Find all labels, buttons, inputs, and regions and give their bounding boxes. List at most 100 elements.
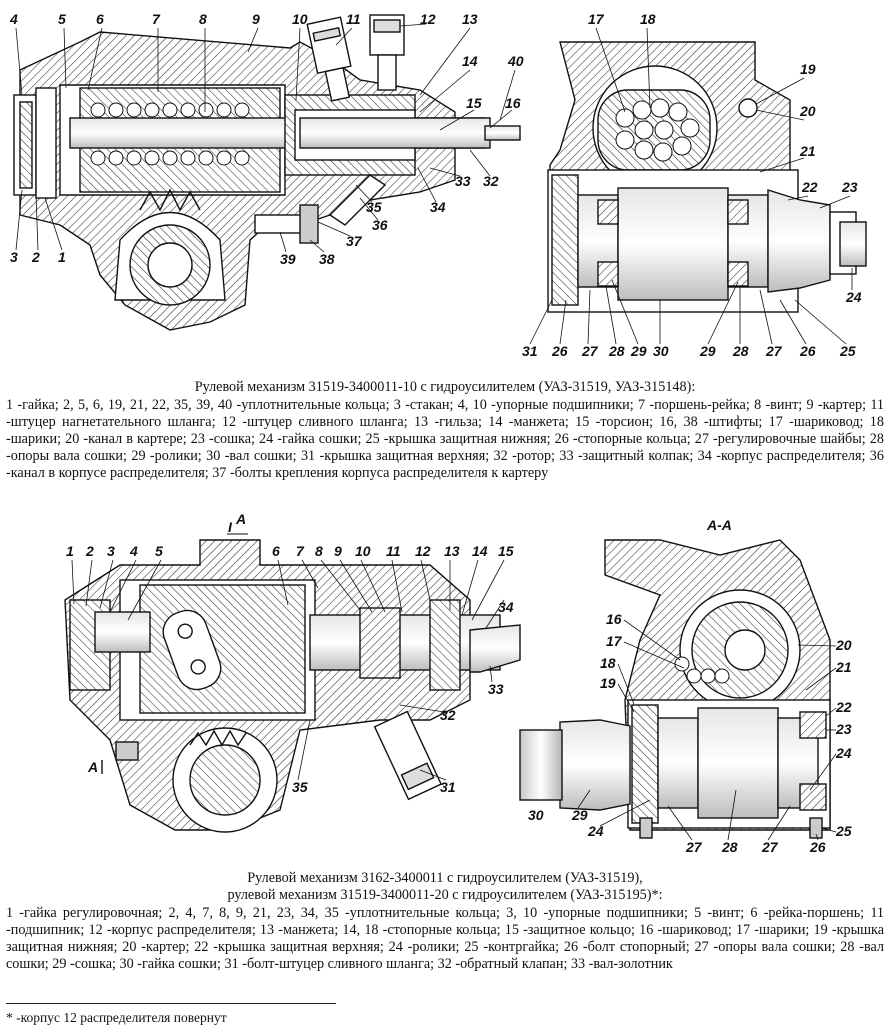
callout-1: 1 [66,543,74,559]
callout-27-left: 27 [581,343,599,359]
callout-29-right: 29 [699,343,716,359]
section-mark-top-letter: A [235,511,246,527]
callout-15: 15 [466,95,482,111]
callout-4: 4 [129,543,138,559]
callout-14: 14 [462,53,478,69]
callout-16: 16 [606,611,622,627]
callout-33: 33 [455,173,471,189]
callout-25: 25 [839,343,856,359]
callout-9: 9 [252,11,260,27]
callout-33: 33 [488,681,504,697]
fig2-left-callouts: 1 2 3 4 5 6 7 8 9 10 11 12 13 14 15 34 3… [66,543,514,795]
callout-17: 17 [588,11,605,27]
fig2-cross-section-aa [519,539,831,839]
callout-19: 19 [800,61,816,77]
figure2-title-line1: Рулевой механизм 3162-3400011 с гидроуси… [247,870,643,886]
callout-29-left: 29 [630,343,647,359]
callout-6: 6 [96,11,104,27]
fig1-right-callouts: 17 18 19 20 21 22 23 24 31 26 27 28 29 3… [522,11,862,359]
callout-8: 8 [315,543,323,559]
section-title-aa: А-А [706,517,732,533]
callout-26: 26 [809,839,826,855]
callout-20: 20 [835,637,852,653]
callout-25: 25 [835,823,852,839]
callout-34: 34 [430,199,446,215]
figure2-legend: 1 -гайка регулировочная; 2, 4, 7, 8, 9, … [6,905,884,972]
callout-24-right: 24 [835,745,852,761]
callout-7: 7 [296,543,305,559]
callout-18: 18 [640,11,656,27]
callout-30: 30 [653,343,669,359]
callout-2: 2 [31,249,40,265]
callout-32: 32 [440,707,456,723]
callout-32: 32 [483,173,499,189]
fig1-left-callouts: 4 5 6 7 8 9 10 11 12 13 14 40 15 16 3 2 … [9,11,524,267]
callout-4: 4 [9,11,18,27]
callout-35: 35 [366,199,382,215]
callout-31: 31 [440,779,456,795]
callout-40: 40 [507,53,524,69]
figure1-legend: 1 -гайка; 2, 5, 6, 19, 21, 22, 35, 39, 4… [6,397,884,481]
section-mark-top-i: I [228,519,233,535]
callout-2: 2 [85,543,94,559]
callout-27-right: 27 [765,343,783,359]
callout-35: 35 [292,779,308,795]
callout-16: 16 [505,95,521,111]
callout-11: 11 [386,543,401,559]
callout-1: 1 [58,249,66,265]
callout-22: 22 [835,699,852,715]
callout-11: 11 [346,11,361,27]
callout-38: 38 [319,251,335,267]
callout-17: 17 [606,633,623,649]
figure2-title-line2: рулевой механизм 31519-3400011-20 с гидр… [227,887,663,903]
callout-37: 37 [346,233,363,249]
callout-27-right: 27 [761,839,779,855]
fig2-longitudinal-section [64,539,521,833]
callout-26-left: 26 [551,343,568,359]
callout-22: 22 [801,179,818,195]
callout-24: 24 [845,289,862,305]
callout-3: 3 [107,543,115,559]
callout-13: 13 [462,11,478,27]
callout-12: 12 [415,543,431,559]
callout-27-left: 27 [685,839,703,855]
callout-24-left: 24 [587,823,604,839]
fig1-cross-section [547,41,867,313]
fig2-section-mark: I A A [87,511,248,775]
callout-21: 21 [835,659,852,675]
callout-28-left: 28 [608,343,625,359]
fig2-right-callouts: А-А 16 17 20 21 18 19 22 23 24 24 25 26 … [528,517,852,855]
callout-6: 6 [272,543,280,559]
callout-7: 7 [152,11,161,27]
callout-19: 19 [600,675,616,691]
footnote: * -корпус 12 распределителя повернут [6,1010,227,1025]
callout-29: 29 [571,807,588,823]
callout-30: 30 [528,807,544,823]
callout-23: 23 [841,179,858,195]
callout-20: 20 [799,103,816,119]
callout-15: 15 [498,543,514,559]
callout-5: 5 [58,11,66,27]
callout-23: 23 [835,721,852,737]
figure1-title: Рулевой механизм 31519-3400011-10 с гидр… [194,379,696,395]
callout-39: 39 [280,251,296,267]
callout-12: 12 [420,11,436,27]
callout-9: 9 [334,543,342,559]
callout-31: 31 [522,343,538,359]
callout-21: 21 [799,143,816,159]
callout-8: 8 [199,11,207,27]
callout-10: 10 [355,543,371,559]
section-mark-bottom: A [87,759,98,775]
callout-34: 34 [498,599,514,615]
callout-26-right: 26 [799,343,816,359]
callout-5: 5 [155,543,163,559]
callout-3: 3 [10,249,18,265]
callout-13: 13 [444,543,460,559]
callout-36: 36 [372,217,388,233]
callout-14: 14 [472,543,488,559]
callout-18: 18 [600,655,616,671]
callout-10: 10 [292,11,308,27]
fig1-longitudinal-section [13,14,521,331]
callout-28: 28 [721,839,738,855]
